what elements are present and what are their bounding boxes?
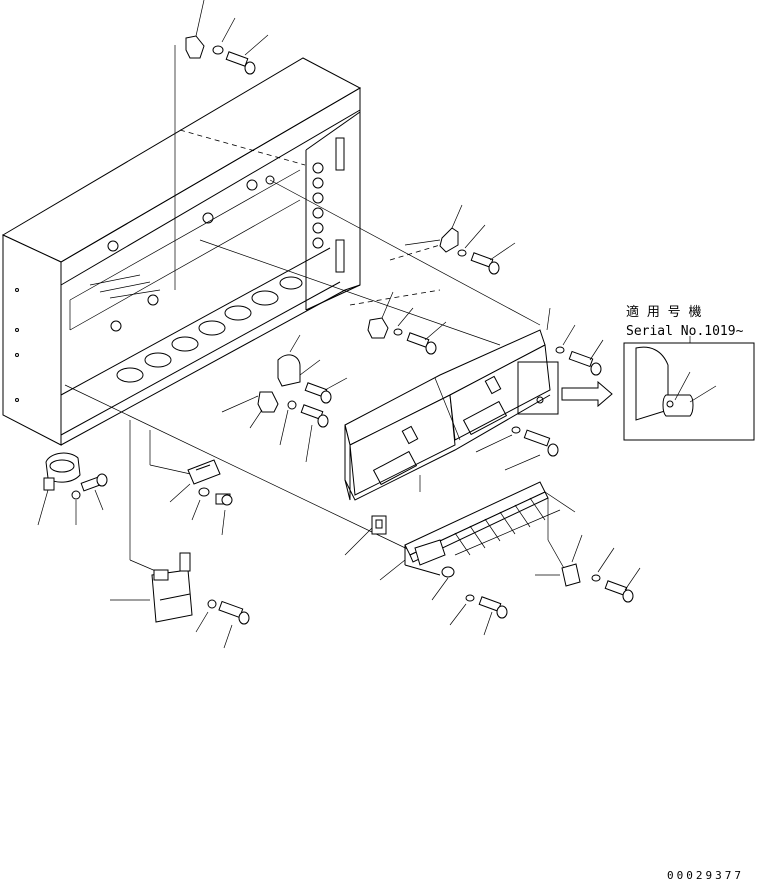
top-clamp-group bbox=[185, 0, 269, 75]
middle-clip-group bbox=[221, 334, 348, 463]
left-grommet-group bbox=[37, 452, 108, 526]
controller-bolts bbox=[475, 307, 604, 471]
cabinet-box bbox=[1, 57, 362, 446]
controller-unit bbox=[344, 329, 559, 501]
assembly-lines bbox=[64, 45, 541, 576]
lower-bolts bbox=[431, 566, 508, 636]
bolt-top bbox=[225, 51, 256, 75]
wall-bosses bbox=[107, 162, 324, 332]
applicable-model-label: 適 用 号 機 bbox=[626, 304, 701, 320]
serial-inset bbox=[623, 336, 755, 441]
right-lower-clamp bbox=[535, 534, 641, 603]
floor-holes bbox=[116, 276, 303, 383]
right-clamp-group bbox=[439, 204, 516, 275]
serial-number-label: Serial No.1019~ bbox=[626, 324, 744, 339]
relay-group bbox=[169, 459, 233, 536]
fuse-box-group bbox=[110, 552, 250, 649]
inset-arrow bbox=[561, 380, 613, 408]
middle-clamp-group bbox=[367, 291, 447, 355]
connector-block bbox=[344, 515, 406, 581]
lower-bracket bbox=[404, 481, 576, 576]
drawing-code: 00029377 bbox=[667, 869, 744, 882]
